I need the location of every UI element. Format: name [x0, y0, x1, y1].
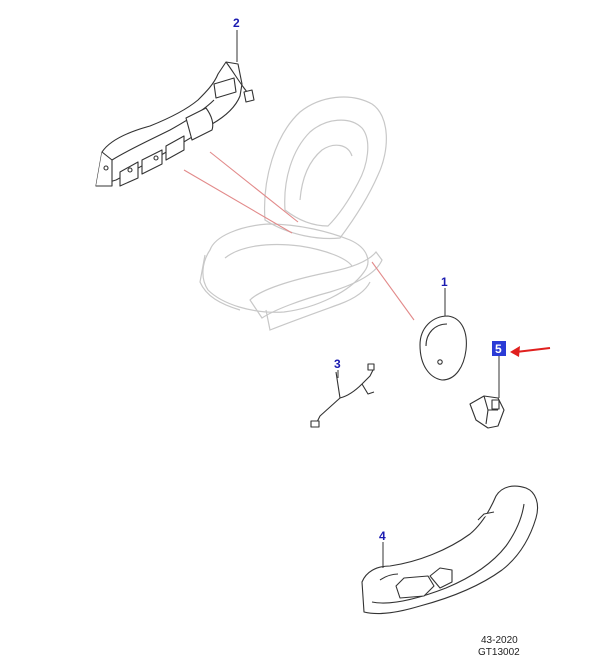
- leader-line-part-2b: [209, 151, 299, 223]
- part-3-wiring-harness: [310, 363, 375, 428]
- leader-line-part-2: [183, 169, 293, 234]
- reference-code-line-2: GT13002: [478, 647, 520, 658]
- callout-5-number: 5: [495, 342, 502, 356]
- red-pointer-arrow-icon: [510, 346, 551, 357]
- leader-line-part-1: [371, 261, 415, 321]
- seat-outline: [199, 96, 387, 331]
- part-2-switch-bracket: [95, 61, 255, 187]
- callout-2-number: 2: [233, 16, 240, 30]
- callout-1-number: 1: [441, 275, 448, 289]
- reference-code-line-1: 43-2020: [481, 635, 518, 646]
- part-1-round-cover: [419, 315, 467, 381]
- callout-4-number: 4: [379, 529, 386, 543]
- part-4-side-shield: [361, 485, 539, 615]
- callout-5-highlight-box: [492, 341, 506, 356]
- part-5-switch-lever: [469, 395, 505, 429]
- callout-3-number: 3: [334, 357, 341, 371]
- leader-lines: [183, 151, 415, 321]
